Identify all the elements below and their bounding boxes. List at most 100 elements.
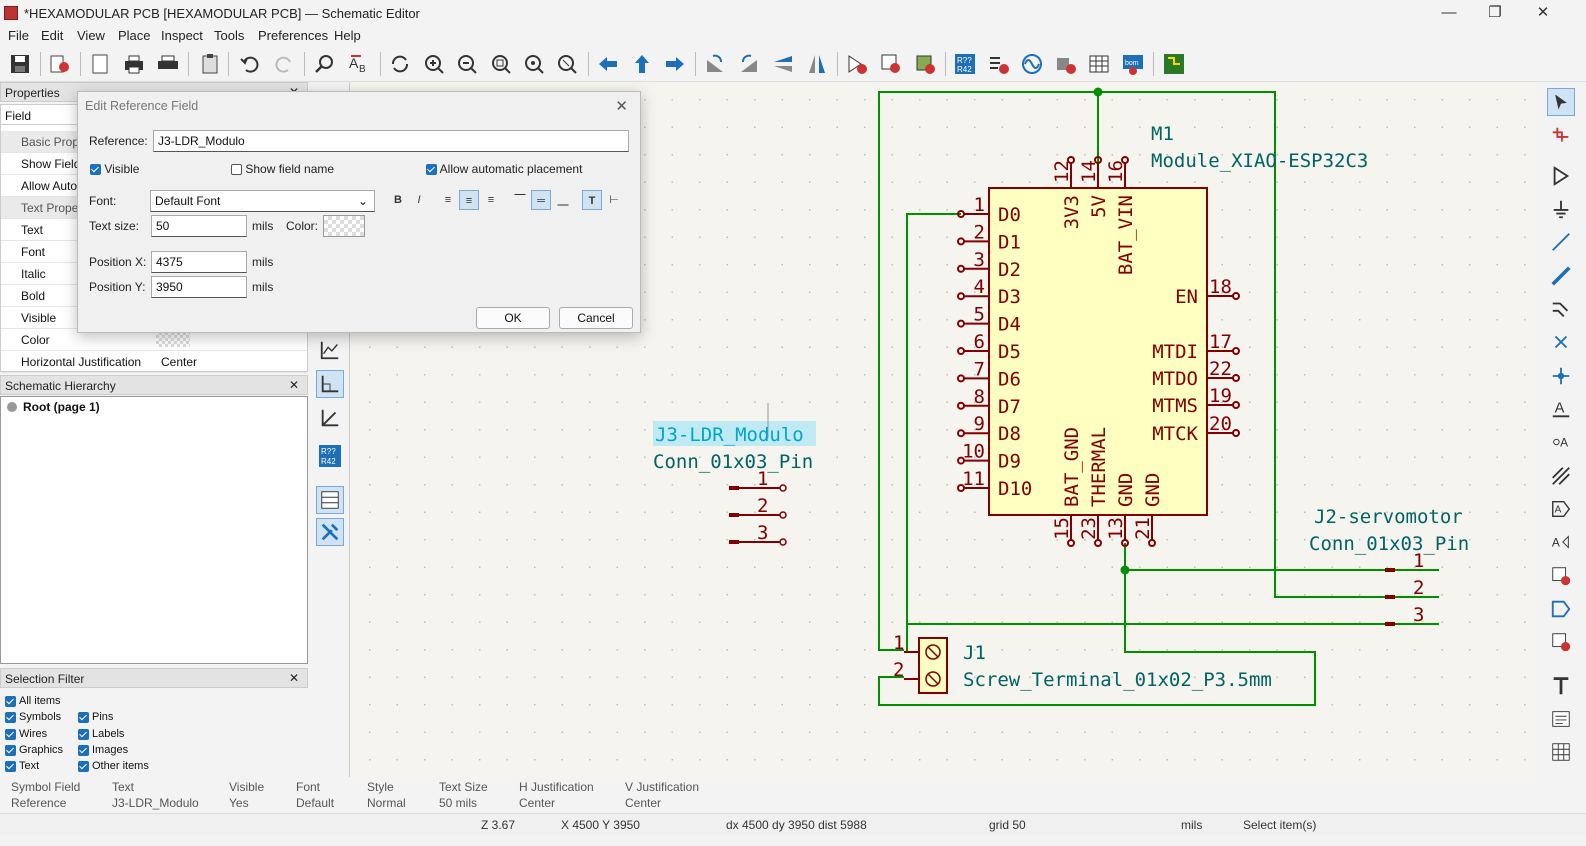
j1-value[interactable]: Screw_Terminal_01x02_P3.5mm [963, 669, 1272, 691]
color-swatch[interactable] [323, 215, 365, 237]
j2-pin-number[interactable]: 3 [1413, 604, 1424, 626]
save-icon[interactable] [6, 50, 34, 78]
pin-end-circle[interactable] [779, 511, 787, 519]
annotate-icon[interactable]: R??R42 [316, 442, 344, 470]
m1-pin-name[interactable]: GND [1115, 473, 1137, 507]
page-settings-icon[interactable] [86, 50, 114, 78]
add-power-icon[interactable] [1547, 195, 1575, 223]
reference-input[interactable]: J3-LDR_Modulo [153, 130, 629, 152]
m1-reference[interactable]: M1 [1151, 123, 1174, 145]
m1-pin-number[interactable]: 1 [974, 194, 985, 216]
menu-inspect[interactable]: Inspect [161, 28, 203, 43]
bus-entry-icon[interactable] [1547, 295, 1575, 323]
hierarchy-root[interactable]: Root (page 1) [23, 400, 100, 414]
m1-pin-number[interactable]: 4 [974, 276, 985, 298]
schematic-setup-icon[interactable] [46, 50, 74, 78]
m1-pin-number[interactable]: 19 [1209, 385, 1232, 407]
pin-end-circle[interactable] [1121, 156, 1129, 164]
j3-reference[interactable]: J3-LDR_Modulo [655, 424, 804, 446]
m1-pin-name[interactable]: 3V3 [1061, 195, 1083, 229]
bom-icon[interactable]: bom [1119, 50, 1147, 78]
m1-pin-name[interactable]: D1 [998, 231, 1021, 253]
cancel-button[interactable]: Cancel [559, 307, 633, 329]
m1-value[interactable]: Module_XIAO-ESP32C3 [1151, 150, 1368, 172]
m1-pin-name[interactable]: MTDO [1152, 368, 1198, 390]
m1-pin-number[interactable]: 14 [1078, 160, 1100, 183]
grid-origin-icon[interactable] [316, 370, 344, 398]
select-arrow-icon[interactable] [1547, 88, 1575, 116]
pin-end-circle[interactable] [957, 210, 965, 218]
no-connect-icon[interactable] [1547, 328, 1575, 356]
pin-end-circle[interactable] [779, 538, 787, 546]
add-symbol-icon[interactable] [1547, 162, 1575, 190]
pin-end-circle[interactable] [1232, 292, 1240, 300]
refresh-icon[interactable] [386, 50, 414, 78]
m1-pin-number[interactable]: 22 [1209, 358, 1232, 380]
menu-help[interactable]: Help [334, 28, 361, 43]
symbol-browser-icon[interactable] [877, 50, 905, 78]
m1-pin-name[interactable]: GND [1142, 473, 1164, 507]
add-junction-icon[interactable] [1547, 362, 1575, 390]
orientation-vertical-icon[interactable]: ⊢ [609, 194, 619, 206]
valign-bottom-icon[interactable]: ⎽ [557, 194, 569, 206]
j3-value[interactable]: Conn_01x03_Pin [653, 451, 813, 473]
pin-end-circle[interactable] [1094, 539, 1102, 547]
menu-preferences[interactable]: Preferences [258, 28, 329, 43]
paste-icon[interactable] [196, 50, 224, 78]
m1-pin-name[interactable]: MTMS [1152, 395, 1198, 417]
pin-end-circle[interactable] [1094, 156, 1102, 164]
pin-end-circle[interactable] [1121, 539, 1129, 547]
pin-end-circle[interactable] [957, 292, 965, 301]
m1-pin-name[interactable]: D10 [998, 478, 1032, 500]
m1-pin-name[interactable]: D3 [998, 286, 1021, 308]
m1-pin-name[interactable]: EN [1175, 286, 1198, 308]
minimize-button[interactable]: — [1441, 4, 1457, 21]
find-icon[interactable] [311, 50, 339, 78]
j3-pin-number[interactable]: 3 [757, 522, 768, 544]
pin-end-circle[interactable] [957, 237, 965, 246]
menu-tools[interactable]: Tools [214, 28, 245, 43]
highlight-net-icon[interactable] [1547, 122, 1575, 150]
pin-end-circle[interactable] [957, 456, 965, 465]
symbol-editor-icon[interactable] [843, 50, 871, 78]
m1-pin-number[interactable]: 10 [962, 441, 985, 463]
m1-pin-number[interactable]: 7 [974, 358, 985, 380]
m1-pin-number[interactable]: 17 [1209, 331, 1232, 353]
add-sheet-icon[interactable] [1547, 562, 1575, 590]
posx-input[interactable]: 4375 [151, 251, 247, 273]
add-net-class-icon[interactable]: A [1547, 428, 1575, 456]
pin-end-circle[interactable] [957, 264, 965, 273]
m1-pin-name[interactable]: D4 [998, 314, 1021, 336]
menu-file[interactable]: File [8, 28, 29, 43]
add-textbox-icon[interactable] [1547, 705, 1575, 733]
import-sheet-pin-icon[interactable] [1547, 595, 1575, 623]
m1-pin-number[interactable]: 11 [962, 468, 985, 490]
filter-other[interactable]: Other items [78, 760, 149, 772]
j1-body[interactable] [918, 637, 948, 694]
m1-pin-name[interactable]: D0 [998, 204, 1021, 226]
m1-pin-name[interactable]: D5 [998, 341, 1021, 363]
close-button[interactable]: ✕ [1536, 4, 1550, 21]
show-field-name-checkbox[interactable]: Show field name [231, 162, 334, 176]
m1-pin-name[interactable]: 5V [1088, 195, 1110, 218]
m1-pin-number[interactable]: 21 [1132, 517, 1154, 540]
undo-icon[interactable] [236, 50, 264, 78]
filter-all[interactable]: All items [5, 695, 61, 707]
close-icon[interactable]: ✕ [288, 378, 299, 392]
j2-value[interactable]: Conn_01x03_Pin [1309, 533, 1469, 555]
pin-end-circle[interactable] [1232, 401, 1240, 409]
m1-pin-name[interactable]: MTCK [1152, 423, 1198, 445]
align-center-icon[interactable]: ≡ [459, 190, 479, 210]
m1-pin-name[interactable]: D7 [998, 396, 1021, 418]
pcb-editor-icon[interactable] [1160, 50, 1188, 78]
add-global-label-icon[interactable]: A [1547, 495, 1575, 523]
m1-pin-number[interactable]: 23 [1078, 517, 1100, 540]
m1-pin-name[interactable]: D2 [998, 259, 1021, 281]
annotate-icon[interactable]: R??R42 [951, 50, 979, 78]
m1-pin-number[interactable]: 2 [974, 221, 985, 243]
zoom-objects-icon[interactable] [520, 50, 548, 78]
add-label-icon[interactable]: A [1547, 395, 1575, 423]
m1-pin-name[interactable]: BAT_VIN [1115, 195, 1137, 275]
